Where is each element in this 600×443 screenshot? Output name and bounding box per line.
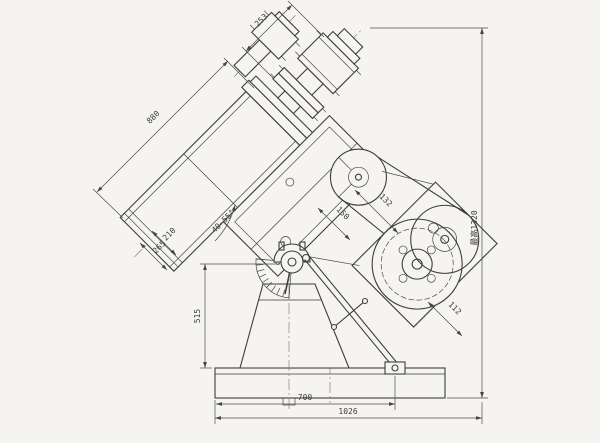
pivot-pin: [287, 257, 297, 267]
gearbox-plug-b: [285, 177, 295, 187]
tilt-screw-group: [301, 253, 406, 375]
crank-pulley: [410, 204, 480, 274]
dim-132-label: 132: [377, 192, 394, 209]
trunnion-stud-a: [278, 241, 285, 251]
dim-150-label: 150: [334, 205, 351, 222]
drum-shell-line-bottom: [169, 140, 296, 268]
clevis-pin: [391, 364, 399, 372]
dim-112-label: 112: [446, 300, 463, 317]
dim-880-label: 880: [145, 109, 162, 126]
dim-265-line: [139, 242, 168, 271]
flywheel-hub: [401, 248, 433, 280]
inclined-machine-group: [119, 10, 498, 328]
dim-880-ext-b: [223, 57, 255, 89]
dim-150-line: [317, 207, 351, 241]
belt-line-right: [377, 156, 470, 217]
drum-end-line: [123, 212, 179, 268]
dim-132-line: [354, 189, 399, 234]
dim-880-ext-a: [92, 188, 124, 219]
pedestal-stand-group: [239, 246, 350, 410]
dim-253-ext-b: [287, 0, 325, 38]
coupling-bolt-ticks: [270, 64, 327, 122]
flywheel-bolt-circle: [380, 227, 454, 301]
bearing-end-boss: [336, 27, 364, 55]
drive-group: [298, 171, 498, 328]
frame-strut-b: [382, 171, 434, 185]
dim-1026-label: 1026: [338, 407, 357, 416]
crank-pin: [428, 222, 439, 234]
handle-knob-b: [361, 297, 369, 305]
trunnion-stud-b: [299, 241, 306, 251]
screw-top-pin: [301, 253, 311, 263]
bearing-bolt-ticks: [295, 30, 362, 97]
stand-body: [239, 283, 350, 369]
dimension-group: 253 880 210 265 40~55° 515 最高1320 150 13…: [92, 0, 488, 424]
dim-112-line: [427, 301, 463, 337]
angle-range-arc: [214, 204, 236, 242]
dim-700-label: 700: [298, 393, 313, 402]
handle-knob-a: [330, 323, 338, 331]
dim-253-line: [245, 4, 293, 52]
screw-handle-bar: [333, 300, 366, 328]
dim-880-line: [96, 60, 229, 193]
protractor-ticks: [255, 258, 290, 299]
screw-base-clevis: [384, 361, 406, 375]
machine-base-group: [214, 363, 446, 406]
dim-1320-label: 最高1320: [469, 210, 479, 245]
dim-515-label: 515: [193, 309, 202, 324]
bearing-housing-group: [295, 27, 364, 97]
flywheel-shaft: [411, 258, 423, 270]
pivot-trunnion: [280, 250, 304, 274]
dim-253-ext-a: [241, 46, 275, 80]
coupling-group: [270, 64, 327, 122]
